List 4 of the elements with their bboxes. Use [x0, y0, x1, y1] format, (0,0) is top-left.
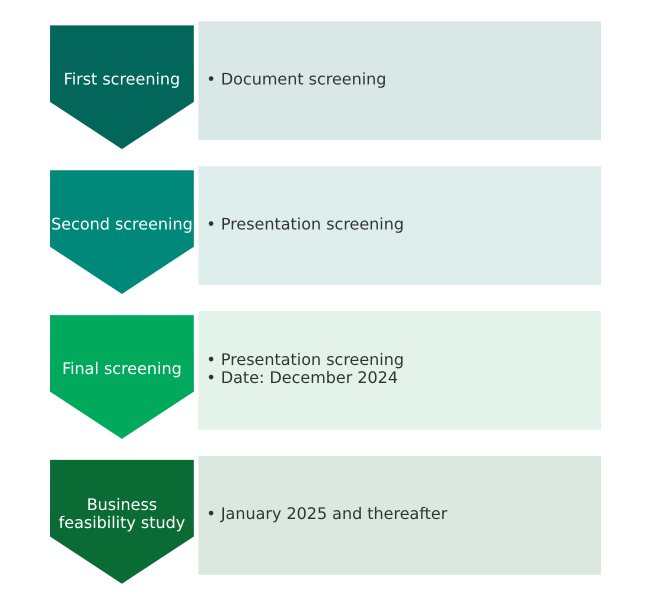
node-box: • Presentation screening • Date: December 2024 — [198, 311, 600, 430]
node-box: • January 2025 and thereafter — [198, 456, 600, 575]
node-box: • Document screening — [198, 21, 600, 140]
node-box: • Presentation screening — [198, 166, 600, 285]
